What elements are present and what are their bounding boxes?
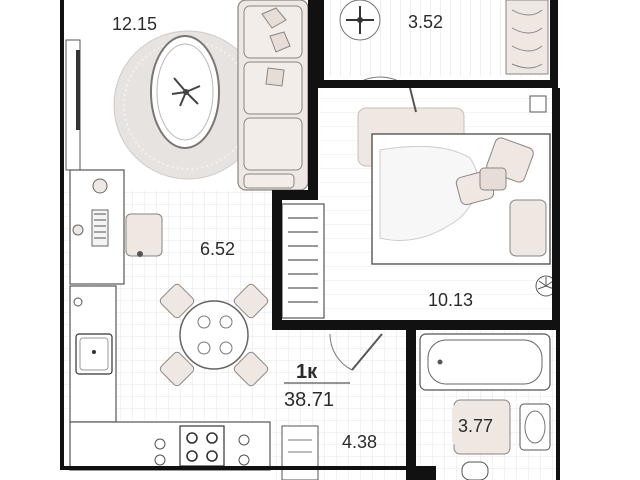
unit-type: 1к [296,361,318,383]
room-area-hall: 4.38 [342,432,377,452]
desk [69,169,125,285]
room-area-kitchen: 6.52 [200,239,235,259]
plant-icon [505,0,549,75]
ceiling-fan-icon [339,0,381,41]
room-area-bath: 3.77 [458,416,493,436]
bed [357,107,551,265]
toilet-icon [461,461,489,480]
ceiling-fan-icon [171,77,201,107]
room-area-bedroom: 10.13 [428,290,473,310]
room-area-balcony: 3.52 [408,12,443,32]
bathtub-icon [419,333,551,391]
dining-table [159,283,269,387]
room-area-living: 12.15 [112,14,157,34]
door-swing [329,333,353,371]
sink-icon [75,333,113,375]
sofa [237,0,309,191]
unit-total-area: 38.71 [284,389,334,411]
walls [60,0,560,480]
desk-chair [125,213,163,257]
wardrobe [281,203,325,319]
washbasin-icon [519,403,551,451]
stove-icon [179,425,225,467]
